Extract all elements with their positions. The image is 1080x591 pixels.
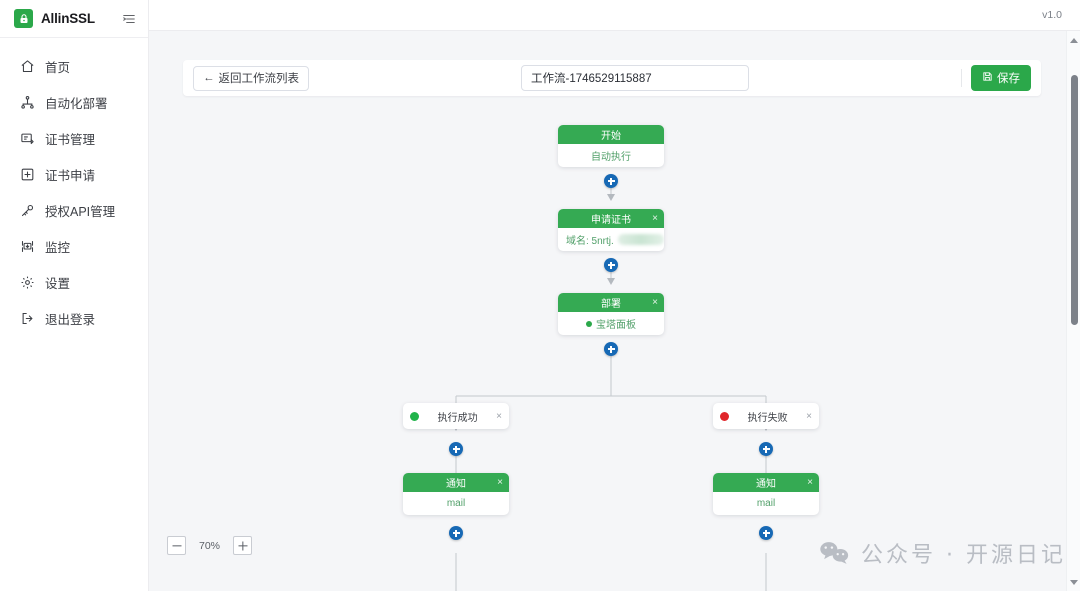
branch-label: 执行成功 [437,412,478,424]
certificate-icon [20,131,35,146]
node-body: 自动执行 [558,144,664,167]
monitor-icon [20,239,35,254]
logout-icon [20,311,35,326]
node-title: 通知 [756,479,776,490]
node-body: mail [713,492,819,515]
node-title: 开始 [601,131,621,142]
node-close-icon[interactable]: × [807,476,813,488]
node-header: 开始 [558,125,664,144]
vertical-scrollbar[interactable] [1066,31,1080,591]
node-body: 域名: 5nrtj. [558,228,664,251]
gear-icon [20,275,35,290]
plus-square-icon [20,167,35,182]
node-body-label: 自动执行 [591,152,631,163]
sidebar-header: AllinSSL [0,0,148,38]
sidebar-item-logout[interactable]: 退出登录 [0,300,148,336]
sidebar-item-label: 授权API管理 [45,204,116,219]
brand-name: AllinSSL [41,11,95,26]
node-title: 通知 [446,479,466,490]
save-button-label: 保存 [997,73,1020,85]
sidebar-item-home[interactable]: 首页 [0,48,148,84]
zoom-in-button[interactable] [233,536,253,555]
add-node-button[interactable] [604,258,618,272]
sidebar-item-label: 监控 [45,240,71,255]
flow-branch-fail[interactable]: 执行失败 × [713,403,819,429]
sidebar-item-label: 证书申请 [45,168,96,183]
sidebar-item-auto-deploy[interactable]: 自动化部署 [0,84,148,120]
node-title: 申请证书 [591,215,631,226]
node-header: 部署 × [558,293,664,312]
sidebar-item-cert-apply[interactable]: 证书申请 [0,156,148,192]
save-button[interactable]: 保存 [971,65,1031,91]
sidebar-item-cert-manage[interactable]: 证书管理 [0,120,148,156]
add-node-button[interactable] [604,174,618,188]
add-node-button[interactable] [759,442,773,456]
flow-branch-success[interactable]: 执行成功 × [403,403,509,429]
workflow-name-input[interactable] [521,65,749,91]
node-body-label: mail [446,498,466,509]
sidebar: AllinSSL 首页 [0,0,149,591]
scrollbar-thumb[interactable] [1071,75,1078,325]
branch-label: 执行失败 [747,412,788,424]
node-body-label: 域名: 5nrtj. [566,236,614,247]
workflow-canvas[interactable]: 开始 自动执行 申请证书 × 域名: 5nrtj. [149,111,1080,591]
back-to-workflow-list-button[interactable]: ← 返回工作流列表 [193,65,309,91]
lock-shield-icon [14,9,33,28]
add-node-button[interactable] [604,342,618,356]
sidebar-item-settings[interactable]: 设置 [0,264,148,300]
sidebar-item-label: 证书管理 [45,132,96,147]
node-body: mail [403,492,509,515]
status-dot-icon [586,320,592,327]
flow-node-notify-success[interactable]: 通知 × mail [403,473,509,515]
home-icon [20,59,35,74]
zoom-level-label: 70% [199,539,221,552]
top-bar: v1.0 [149,0,1080,31]
flow-node-notify-fail[interactable]: 通知 × mail [713,473,819,515]
workflow-name-wrapper [309,65,961,91]
sidebar-item-api-auth[interactable]: 授权API管理 [0,192,148,228]
version-label: v1.0 [1042,9,1062,21]
node-close-icon[interactable]: × [497,476,503,488]
content-area: ← 返回工作流列表 保存 [149,31,1080,591]
flow-node-deploy[interactable]: 部署 × 宝塔面板 [558,293,664,335]
flow-node-apply-cert[interactable]: 申请证书 × 域名: 5nrtj. [558,209,664,251]
zoom-controls: 70% [167,536,253,555]
sidebar-item-label: 退出登录 [45,312,96,327]
add-node-button[interactable] [449,526,463,540]
branch-close-icon[interactable]: × [806,410,812,422]
scroll-down-arrow-icon[interactable] [1067,575,1080,589]
add-node-button[interactable] [449,442,463,456]
flow-node-start[interactable]: 开始 自动执行 [558,125,664,167]
node-close-icon[interactable]: × [652,212,658,224]
add-node-button[interactable] [759,526,773,540]
sidebar-item-label: 自动化部署 [45,96,108,111]
node-close-icon[interactable]: × [652,296,658,308]
sidebar-item-label: 设置 [45,276,71,291]
node-body-label: mail [756,498,776,509]
toolbar-divider [961,69,962,87]
scroll-up-arrow-icon[interactable] [1067,33,1080,47]
sidebar-nav: 首页 自动化部署 证书管理 [0,38,148,336]
sidebar-item-monitor[interactable]: 监控 [0,228,148,264]
node-header: 通知 × [713,473,819,492]
fail-status-icon [720,411,729,421]
back-button-label: 返回工作流列表 [218,73,300,85]
node-body: 宝塔面板 [558,312,664,335]
node-header: 通知 × [403,473,509,492]
zoom-out-button[interactable] [167,536,186,555]
arrow-left-icon: ← [203,72,215,84]
branch-close-icon[interactable]: × [496,410,502,422]
save-disk-icon [982,71,993,85]
success-status-icon [410,411,419,421]
redacted-domain-mask [617,234,664,245]
workflow-toolbar: ← 返回工作流列表 保存 [183,60,1041,96]
main-area: v1.0 ← 返回工作流列表 保 [149,0,1080,591]
key-icon [20,203,35,218]
node-title: 部署 [601,299,621,310]
node-body-label: 宝塔面板 [596,320,636,331]
sidebar-item-label: 首页 [45,60,71,75]
menu-collapse-icon[interactable] [122,12,136,26]
node-header: 申请证书 × [558,209,664,228]
sitemap-icon [20,95,35,110]
